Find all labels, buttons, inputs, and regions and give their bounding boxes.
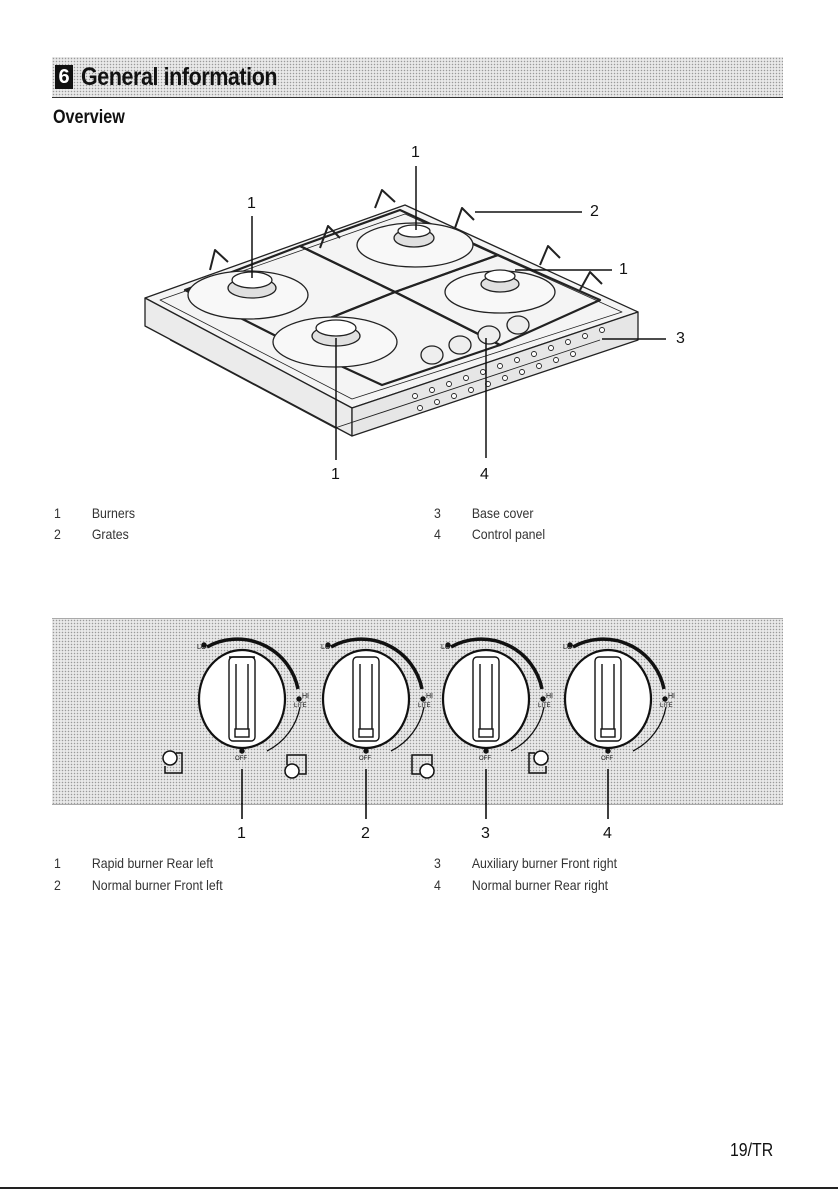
control-panel-illustration: LO HI LITE OFF LO HI LITE OFF LO HI LITE…	[52, 618, 783, 805]
knob-label-lite: LITE	[418, 703, 431, 709]
knob-1	[199, 639, 301, 753]
callout-burner-top: 1	[411, 144, 420, 162]
callout-knob-3: 3	[481, 825, 490, 843]
legend-number: 4	[434, 877, 441, 893]
knob-label-off: OFF	[601, 756, 613, 762]
burner-symbol-rear-left-icon	[163, 751, 182, 773]
callout-burner-left: 1	[247, 195, 256, 213]
section-title: General information	[81, 63, 277, 92]
callout-burner-right: 1	[619, 261, 628, 279]
legend-text: Normal burner Front left	[92, 877, 223, 893]
callout-knob-1: 1	[237, 825, 246, 843]
knob-label-off: OFF	[235, 756, 247, 762]
knob-4	[565, 639, 667, 753]
knob-label-lo: LO	[197, 644, 206, 651]
legend-number: 3	[434, 855, 441, 871]
legend-text: Auxiliary burner Front right	[472, 855, 617, 871]
knob-label-lo: LO	[563, 644, 572, 651]
knob-3	[443, 639, 545, 753]
section-number-badge: 6	[55, 65, 73, 89]
callout-grates: 2	[590, 203, 599, 221]
legend-number: 2	[54, 526, 61, 542]
callout-control-panel: 4	[480, 466, 489, 484]
burner-symbol-front-left-icon	[285, 755, 306, 778]
burner-symbol-front-right-icon	[412, 755, 434, 778]
page-number: 19/TR	[730, 1140, 773, 1161]
legend-text: Rapid burner Rear left	[92, 855, 213, 871]
knob-label-lite: LITE	[294, 703, 307, 709]
knob-label-lite: LITE	[538, 703, 551, 709]
burner-symbol-rear-right-icon	[529, 751, 548, 773]
legend-text: Base cover	[472, 505, 534, 521]
callout-base-cover: 3	[676, 330, 685, 348]
knob-label-hi: HI	[426, 693, 433, 700]
section-header: 6 General information	[52, 57, 783, 98]
footer-rule	[0, 1187, 838, 1189]
legend-text: Control panel	[472, 526, 545, 542]
legend-number: 4	[434, 526, 441, 542]
callout-knob-2: 2	[361, 825, 370, 843]
knob-label-lo: LO	[441, 644, 450, 651]
legend-number: 2	[54, 877, 61, 893]
legend-number: 1	[54, 855, 61, 871]
callout-knob-4: 4	[603, 825, 612, 843]
knob-label-off: OFF	[359, 756, 371, 762]
subsection-title: Overview	[53, 107, 125, 129]
knob-2	[323, 639, 425, 753]
legend-text: Grates	[92, 526, 129, 542]
knob-label-hi: HI	[668, 693, 675, 700]
legend-number: 3	[434, 505, 441, 521]
legend-number: 1	[54, 505, 61, 521]
hob-illustration	[0, 130, 838, 490]
knob-label-hi: HI	[546, 693, 553, 700]
knob-label-lo: LO	[321, 644, 330, 651]
legend-text: Burners	[92, 505, 135, 521]
legend-text: Normal burner Rear right	[472, 877, 608, 893]
callout-burner-front: 1	[331, 466, 340, 484]
knob-label-off: OFF	[479, 756, 491, 762]
knob-label-hi: HI	[302, 693, 309, 700]
knob-label-lite: LITE	[660, 703, 673, 709]
control-leaders	[0, 803, 838, 823]
